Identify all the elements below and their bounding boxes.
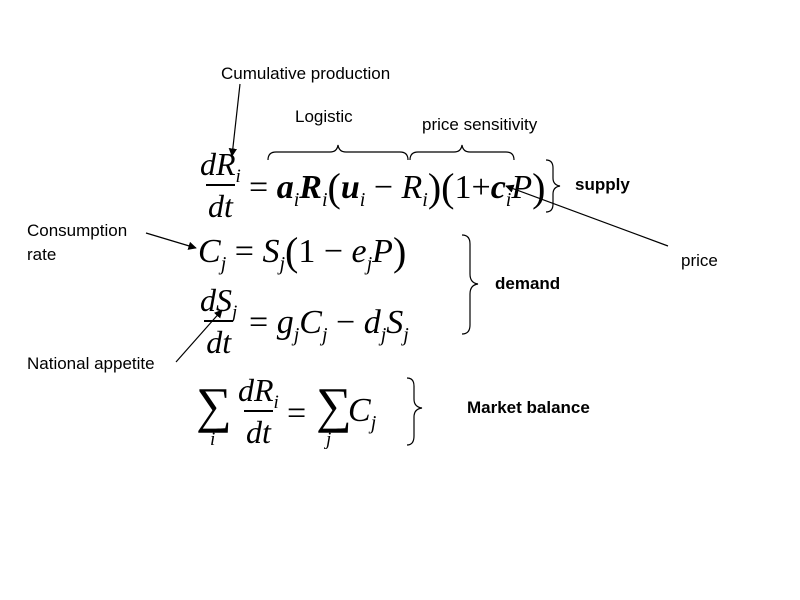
eq4-equals: = <box>287 395 307 432</box>
arrow-price <box>505 184 669 247</box>
arrow-consumption-rate <box>145 232 197 250</box>
arrow-cumulative-production <box>228 83 241 157</box>
label-demand: demand <box>495 274 561 293</box>
label-cumulative-production: Cumulative production <box>221 64 391 83</box>
eq4-rhs-C: Cj <box>348 392 377 434</box>
eq1-lhs-fraction: dRi dt <box>200 146 241 224</box>
label-price: price <box>681 251 718 270</box>
supply-brace <box>545 159 561 213</box>
eq4-sum-j-index: j <box>326 429 332 450</box>
logistic-brace <box>267 144 409 161</box>
label-price-sensitivity: price sensitivity <box>422 115 538 134</box>
eq3-lhs-fraction: dSj dt <box>200 282 238 360</box>
eq4-fraction: dRi dt <box>238 372 279 450</box>
eq4-sum-j: ∑ <box>316 377 352 433</box>
eq4-sum-i: ∑ <box>196 377 232 433</box>
label-consumption-rate-line2: rate <box>27 245 57 264</box>
label-market-balance: Market balance <box>467 398 590 417</box>
arrow-national-appetite <box>175 309 223 363</box>
label-supply: supply <box>575 175 630 194</box>
label-national-appetite: National appetite <box>27 354 155 373</box>
eq3-rhs: = gjCj − djSj <box>249 304 409 346</box>
demand-brace <box>461 234 479 335</box>
market-balance-brace <box>406 377 423 446</box>
label-consumption-rate-line1: Consumption <box>27 221 128 240</box>
label-logistic: Logistic <box>295 107 353 126</box>
eq4-sum-i-index: i <box>210 429 216 450</box>
eq1-rhs: = aiRi(ui − Ri)(1+ciP) <box>249 165 546 211</box>
eq2: Cj = Sj(1 − ejP) <box>198 229 407 275</box>
price-sensitivity-brace <box>409 144 515 161</box>
